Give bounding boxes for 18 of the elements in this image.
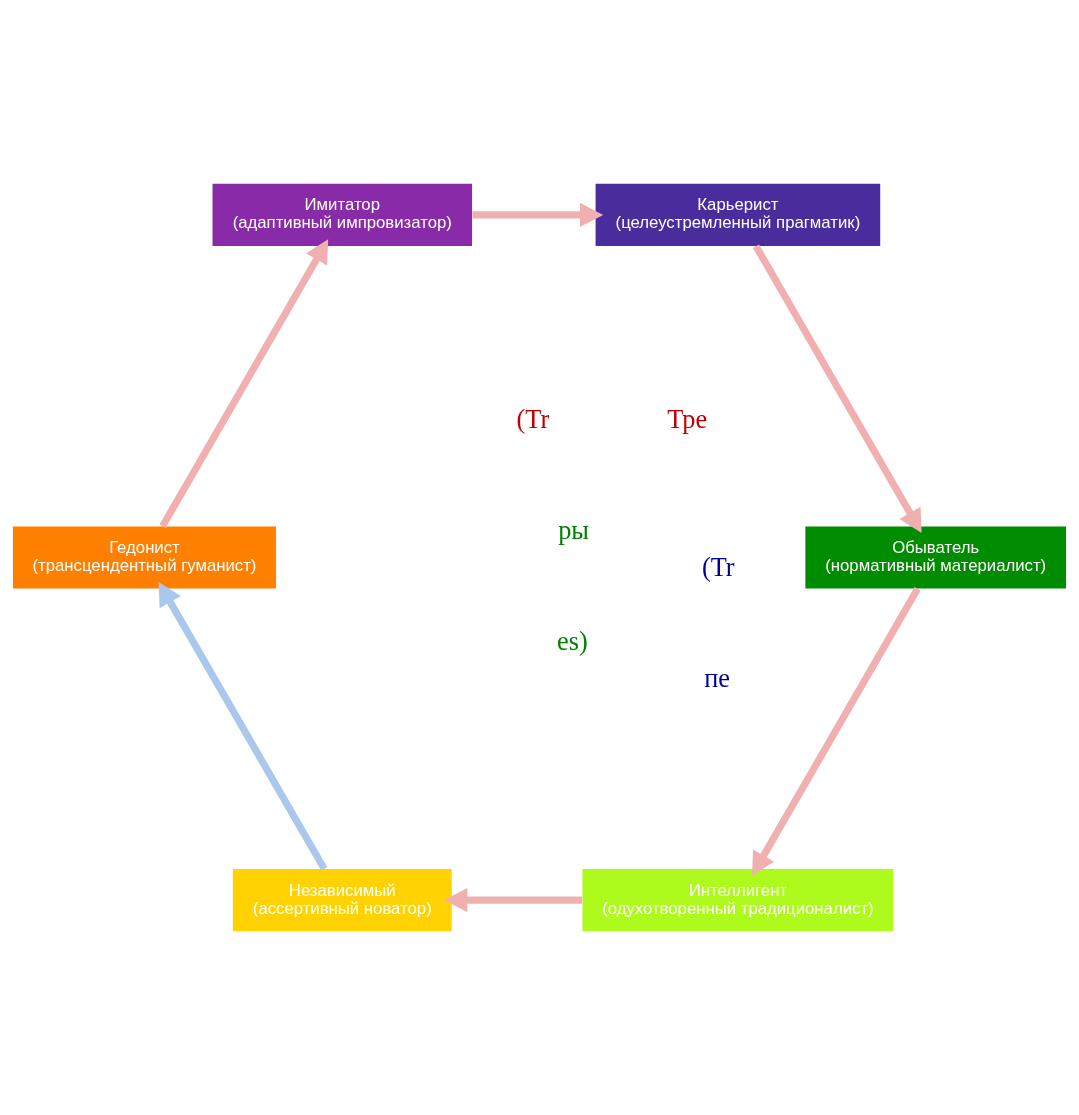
label: (Tr xyxy=(516,404,550,434)
label: (Tr xyxy=(701,553,735,583)
label: ры xyxy=(558,516,589,546)
label: Тре xyxy=(667,404,708,434)
arrow xyxy=(752,587,921,876)
node-box: Интеллигент (одухотворенный традиционалист) xyxy=(582,869,894,932)
arrow xyxy=(158,581,328,871)
node-box: Имитатор (адаптивный импровизатор) xyxy=(212,183,473,246)
label: пе xyxy=(704,664,730,694)
node-box: Гедонист (трансцендентный гуманист) xyxy=(12,526,277,589)
node-box: Независимый (ассертивный новатор) xyxy=(232,869,452,932)
arrow xyxy=(472,202,604,228)
node-box: Карьерист (целеустремленный прагматик) xyxy=(595,183,881,246)
arrow xyxy=(159,239,329,528)
arrow xyxy=(752,244,922,534)
arrow xyxy=(444,887,583,913)
label: es) xyxy=(557,627,588,657)
node-box: Обыватель (нормативный материалист) xyxy=(805,526,1067,589)
